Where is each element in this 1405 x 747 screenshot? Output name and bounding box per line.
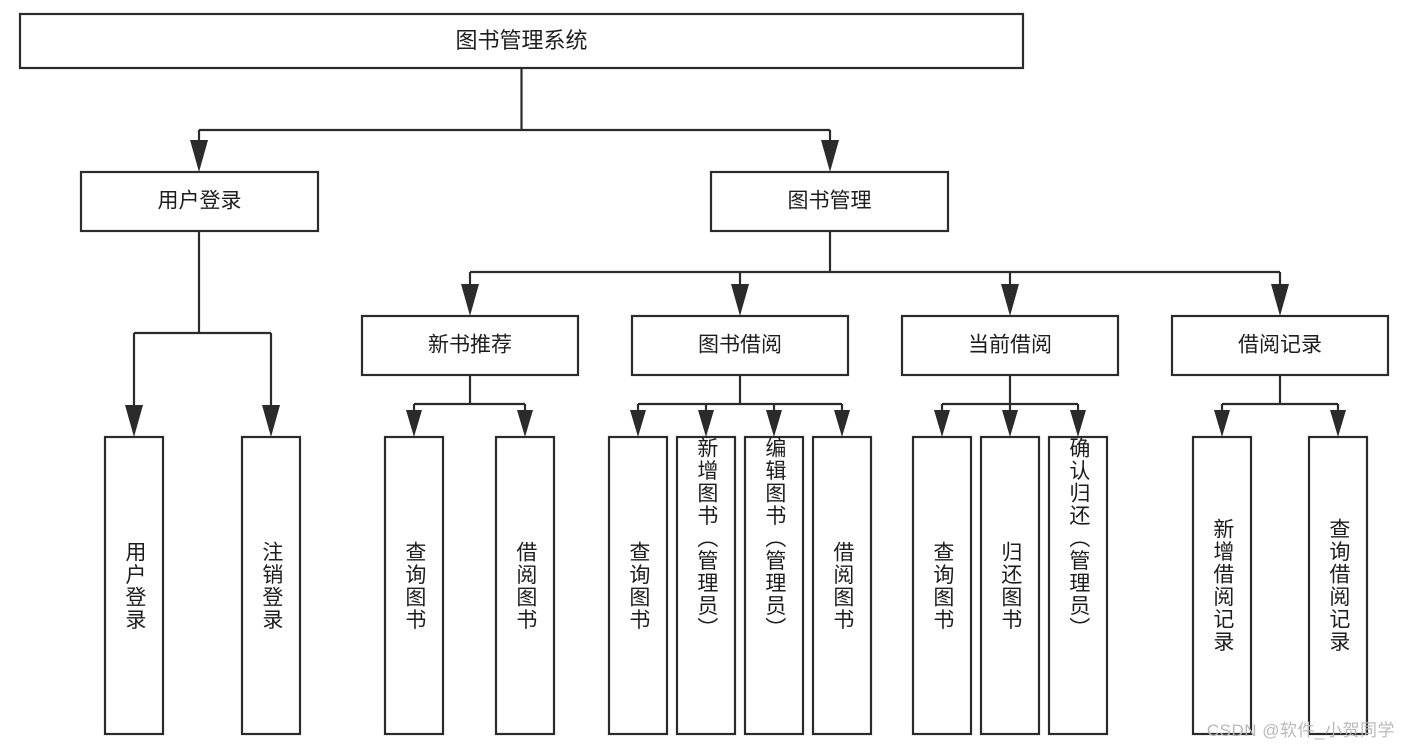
arrow-head-book-manage xyxy=(821,140,839,172)
node-new-book-recommend-label: 新书推荐 xyxy=(428,334,512,357)
node-root-box[interactable] xyxy=(18,12,1025,70)
node-new-book-recommend[interactable]: 新书推荐 xyxy=(360,314,580,377)
node-book-manage-label: 图书管理 xyxy=(788,190,872,213)
leaf-query-record-box[interactable] xyxy=(1307,435,1369,736)
leaf-edit-book-box[interactable] xyxy=(743,435,805,736)
node-borrow-record-label: 借阅记录 xyxy=(1238,334,1322,357)
arrow-head-leaf-borrow-book-2 xyxy=(834,410,850,437)
leaf-borrow-book-2-box[interactable] xyxy=(811,435,873,736)
leaf-query-book-2-box[interactable] xyxy=(607,435,669,736)
node-book-borrow[interactable]: 图书借阅 xyxy=(630,314,850,377)
arrow-head-leaf-add-record xyxy=(1214,410,1230,437)
leaf-query-book-1-box[interactable] xyxy=(383,435,445,736)
node-book-borrow-label: 图书借阅 xyxy=(698,334,782,357)
node-current-borrow-box[interactable] xyxy=(900,314,1120,377)
arrow-head-leaf-query-book-2 xyxy=(630,410,646,437)
leaf-add-book-box[interactable] xyxy=(675,435,737,736)
arrow-head-new-book-recommend xyxy=(461,284,479,316)
arrow-head-leaf-logout-login xyxy=(262,405,280,437)
node-book-borrow-box[interactable] xyxy=(630,314,850,377)
node-user-login-label: 用户登录 xyxy=(158,190,242,213)
node-new-book-recommend-box[interactable] xyxy=(360,314,580,377)
arrow-head-borrow-record xyxy=(1271,284,1289,316)
connector-group-borrow-record-to-leaves xyxy=(1214,375,1346,437)
arrow-head-current-borrow xyxy=(1001,284,1019,316)
arrow-head-leaf-borrow-book-1 xyxy=(517,410,533,437)
node-root-label: 图书管理系统 xyxy=(455,28,587,53)
leaf-user-login-box[interactable] xyxy=(103,435,165,736)
leaf-add-record-box[interactable] xyxy=(1191,435,1253,736)
arrow-head-leaf-return-book xyxy=(1002,410,1018,437)
arrow-head-leaf-add-book xyxy=(698,410,714,437)
leaf-return-book-box[interactable] xyxy=(979,435,1041,736)
arrow-head-user-login xyxy=(190,140,208,172)
connector-group-book-borrow-to-leaves xyxy=(630,375,850,437)
leaf-query-book-3-box[interactable] xyxy=(911,435,973,736)
node-book-manage[interactable]: 图书管理 xyxy=(709,170,950,233)
connector-group-current-borrow-to-leaves xyxy=(934,375,1086,437)
arrow-head-leaf-query-record xyxy=(1330,410,1346,437)
arrow-head-leaf-query-book-1 xyxy=(406,410,422,437)
connector-group-user-login-to-leaves xyxy=(125,231,280,437)
node-user-login-box[interactable] xyxy=(79,170,320,233)
connector-group-root-to-level2 xyxy=(190,68,839,172)
leaf-confirm-return-box[interactable] xyxy=(1047,435,1109,736)
node-current-borrow[interactable]: 当前借阅 xyxy=(900,314,1120,377)
node-user-login[interactable]: 用户登录 xyxy=(79,170,320,233)
connector-group-book-manage-to-level3 xyxy=(461,231,1289,316)
watermark-text: CSDN @软件_小贺同学 xyxy=(1206,721,1395,740)
node-borrow-record[interactable]: 借阅记录 xyxy=(1170,314,1390,377)
node-borrow-record-box[interactable] xyxy=(1170,314,1390,377)
connector-group-new-book-to-leaves xyxy=(406,375,533,437)
arrow-head-leaf-query-book-3 xyxy=(934,410,950,437)
leaf-logout-login-box[interactable] xyxy=(240,435,302,736)
node-book-manage-box[interactable] xyxy=(709,170,950,233)
arrow-head-leaf-confirm-return xyxy=(1070,410,1086,437)
leaf-boxes-group xyxy=(103,435,1369,736)
node-current-borrow-label: 当前借阅 xyxy=(968,334,1052,357)
arrow-head-leaf-user-login xyxy=(125,405,143,437)
arrow-head-leaf-edit-book xyxy=(766,410,782,437)
node-root[interactable]: 图书管理系统 xyxy=(18,12,1025,70)
leaf-borrow-book-1-box[interactable] xyxy=(494,435,556,736)
arrow-head-book-borrow xyxy=(731,284,749,316)
